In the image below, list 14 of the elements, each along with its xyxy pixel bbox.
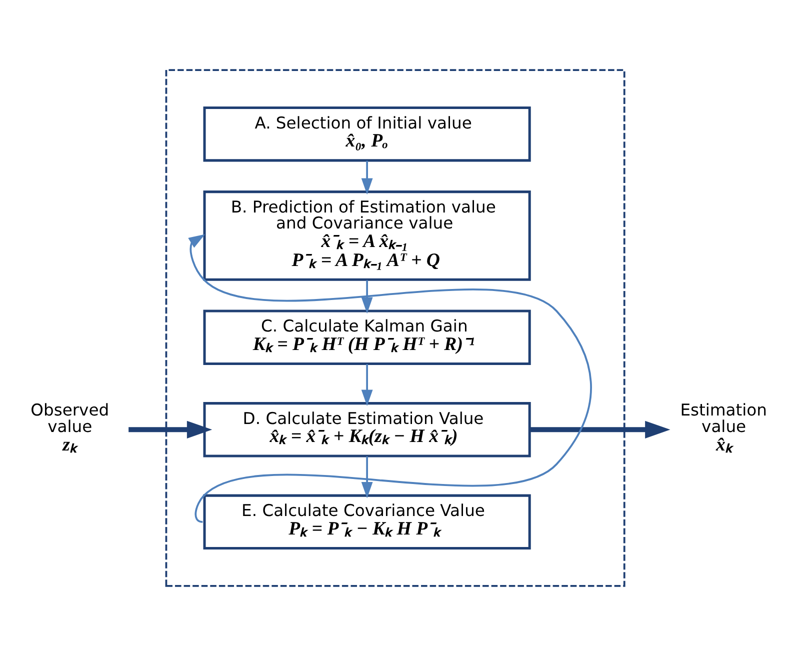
arrow xyxy=(361,456,373,498)
node-box: E. Calculate Covariance Value Pₖ = P⁻ₖ − Kₖ H P⁻ₖ xyxy=(203,494,531,550)
node-box: A. Selection of Initial value x̂₀, Pₒ xyxy=(203,106,531,162)
arrow xyxy=(361,280,373,314)
arrow xyxy=(530,420,670,438)
node-text: Observed value zₖ xyxy=(30,400,110,456)
arrow xyxy=(128,420,212,438)
node-box: B. Prediction of Estimation value and Covariance value x̂⁻ₖ = A x̂ₖ₋₁ P⁻ₖ = A Pₖ₋₁ Aᵀ + Q xyxy=(203,190,531,281)
cluster xyxy=(165,69,626,587)
node-box: D. Calculate Estimation Value x̂ₖ = x̂⁻ₖ + Kₖ(zₖ − H x̂⁻ₖ) xyxy=(203,402,531,458)
arrow xyxy=(361,364,373,406)
arrow xyxy=(361,160,373,195)
node-box: C. Calculate Kalman Gain Kₖ = P⁻ₖ Hᵀ (H P⁻ₖ Hᵀ + R)⁻¹ xyxy=(203,310,531,366)
node-text: Estimation value x̂ₖ xyxy=(680,400,768,456)
